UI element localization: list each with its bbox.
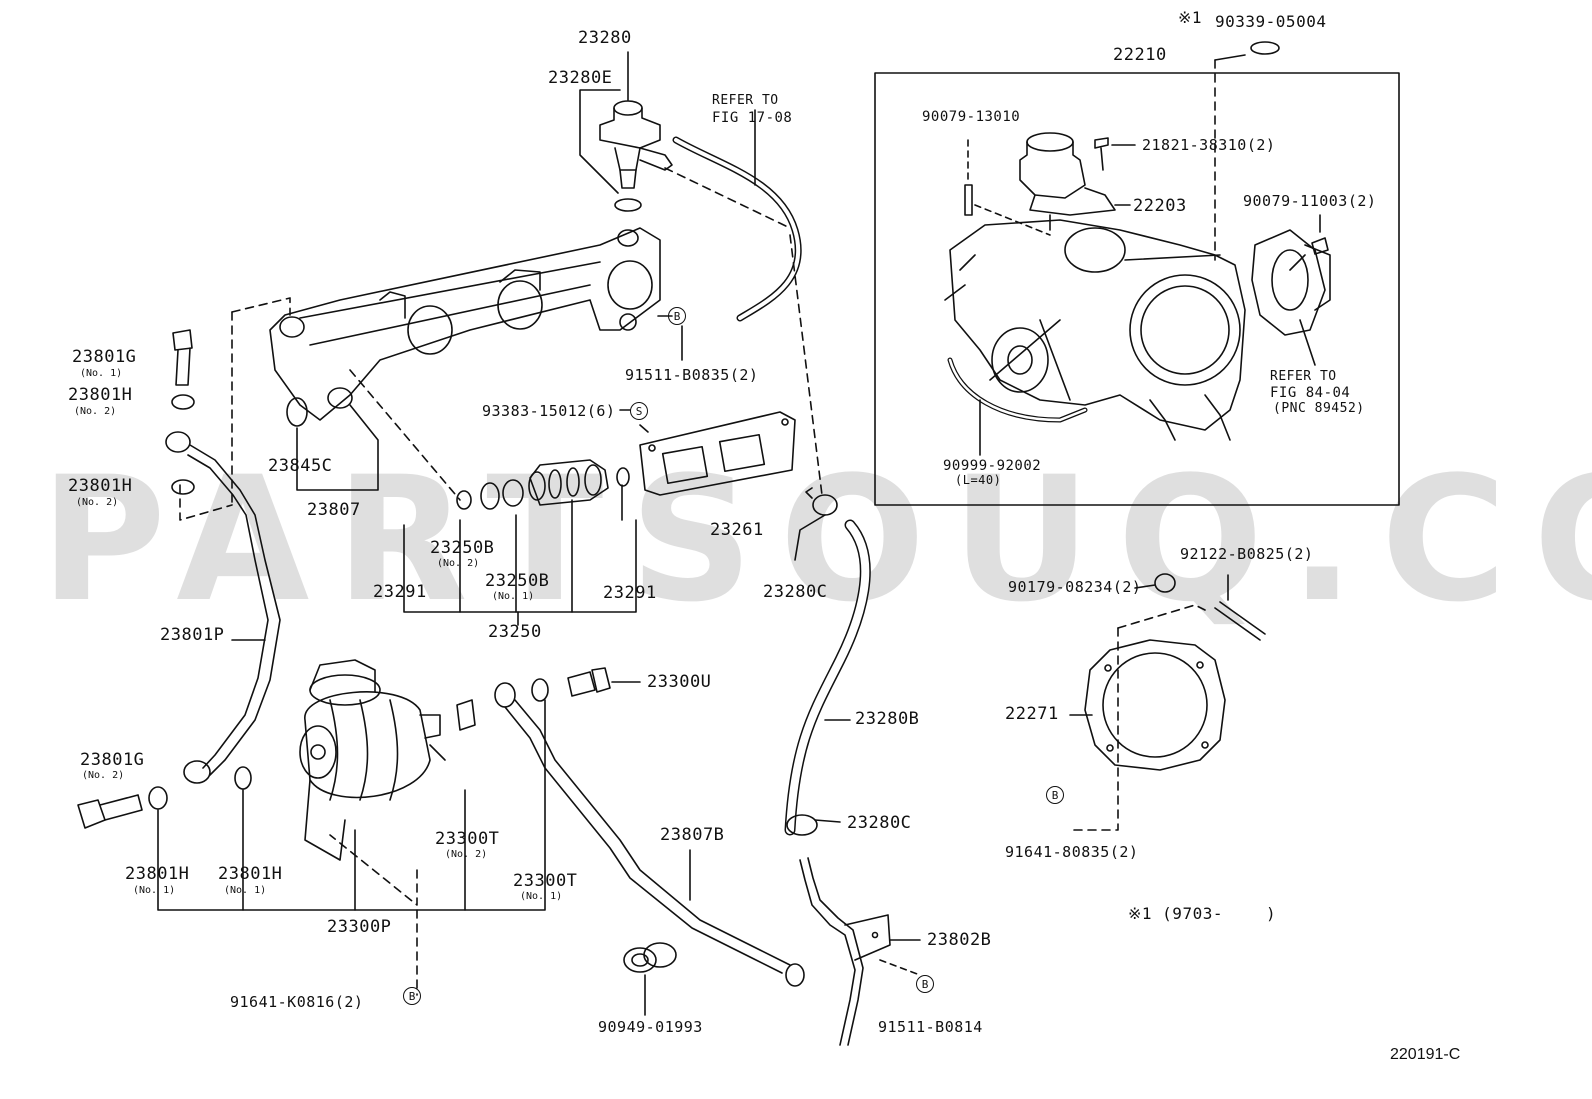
sub-no1-a: (No. 1) (80, 368, 123, 379)
figure-id: 220191-C (1390, 1046, 1461, 1063)
part-23280: 23280 (578, 28, 632, 48)
part-90949-01993: 90949-01993 (598, 1018, 703, 1036)
delivery-pipe (269, 227, 661, 421)
part-23807: 23807 (307, 500, 361, 520)
part-23845C: 23845C (268, 456, 333, 476)
sub-no1-b: (No. 1) (492, 591, 535, 602)
part-23291-right: 23291 (603, 583, 657, 603)
refer-label-1: REFER TO (712, 93, 779, 108)
footnote-close: ) (1266, 904, 1277, 923)
clamp-23280C-bottom (786, 814, 841, 836)
throttle-position-sensor (1251, 229, 1331, 336)
sub-no2-a: (No. 2) (74, 406, 117, 417)
part-23300P: 23300P (327, 917, 392, 937)
part-91641-K0816: 91641-K0816(2) (230, 993, 364, 1011)
clamp-90949 (623, 942, 677, 1016)
part-23280C-bottom: 23280C (847, 813, 912, 833)
part-23801P: 23801P (160, 625, 225, 645)
part-23291-left: 23291 (373, 582, 427, 602)
footnote-range: ※1 (9703- (1128, 904, 1223, 923)
part-91641-80835: 91641-80835(2) (1005, 843, 1139, 861)
marker-s: S (630, 402, 648, 420)
part-23280C-top: 23280C (763, 582, 828, 602)
marker-b-4: B (403, 987, 421, 1005)
sub-no1-e: (No. 1) (520, 891, 563, 902)
refer-label-2: REFER TO (1270, 369, 1337, 384)
gasket-22271 (1084, 639, 1226, 771)
part-23801G-no2: 23801G (80, 750, 145, 770)
marker-b-1: B (668, 307, 686, 325)
gasket-23300T-2 (456, 699, 476, 731)
part-90999-92002: 90999-92002 (943, 458, 1042, 474)
sub-no2-b: (No. 2) (76, 497, 119, 508)
sub-no1-c: (No. 1) (133, 885, 176, 896)
part-23802B: 23802B (927, 930, 992, 950)
part-23801H-no2-a: 23801H (68, 385, 133, 405)
part-91511-B0814: 91511-B0814 (878, 1018, 983, 1036)
part-91511-B0835: 91511-B0835(2) (625, 366, 759, 384)
pressure-regulator-23280 (599, 100, 673, 212)
part-23261: 23261 (710, 520, 764, 540)
throttle-body (944, 219, 1246, 441)
fuel-pipe-23807B (494, 682, 805, 987)
sub-no2-e: (No. 2) (445, 849, 488, 860)
part-23250B-no1: 23250B (485, 571, 550, 591)
watermark: PARTSOUQ.COM (40, 439, 1592, 640)
part-23300T-no2: 23300T (435, 829, 500, 849)
clamp-23280C-top (794, 487, 838, 561)
assembly-frame (874, 72, 1400, 506)
part-90339-05004: 90339-05004 (1215, 12, 1327, 31)
part-21821-38310: 21821-38310(2) (1142, 136, 1276, 154)
part-23801G-no1: 23801G (72, 347, 137, 367)
part-23300T-no1: 23300T (513, 871, 578, 891)
part-23250B-no2: 23250B (430, 538, 495, 558)
dashpot-22203 (1019, 132, 1116, 231)
part-23801H-no1-b: 23801H (218, 864, 283, 884)
insulator-gasket-23261 (639, 411, 796, 496)
fuel-pipe-23802B (799, 857, 891, 1046)
sub-no1-d: (No. 1) (224, 885, 267, 896)
fuel-filter-23300P (299, 659, 446, 861)
part-22210: 22210 (1113, 45, 1167, 65)
part-22203: 22203 (1133, 196, 1187, 216)
marker-b-3: B (916, 975, 934, 993)
refer-pnc-89452: (PNC 89452) (1273, 401, 1365, 416)
sub-no2-c: (No. 2) (437, 558, 480, 569)
injector (456, 459, 630, 510)
sub-no2-d: (No. 2) (82, 770, 125, 781)
part-90079-13010: 90079-13010 (922, 109, 1021, 125)
part-23801H-no1-a: 23801H (125, 864, 190, 884)
union-bolt-top (171, 329, 195, 495)
part-23280E: 23280E (548, 68, 613, 88)
part-93383-15012: 93383-15012(6) (482, 402, 616, 420)
part-23801H-no2-b: 23801H (68, 476, 133, 496)
refer-fig-84-04: FIG 84-04 (1270, 385, 1351, 401)
part-23280B: 23280B (855, 709, 920, 729)
o-ring (286, 397, 308, 427)
hose-length: (L=40) (955, 473, 1002, 487)
union-bolt-bottom (77, 766, 252, 829)
refer-fig-17-08: FIG 17-08 (712, 110, 793, 126)
part-23300U: 23300U (647, 672, 712, 692)
part-92122-B0825: 92122-B0825(2) (1180, 545, 1314, 563)
marker-b-2: B (1046, 786, 1064, 804)
part-23807B: 23807B (660, 825, 725, 845)
footnote-mark: ※1 (1178, 8, 1203, 27)
fuel-hose-23801P (165, 431, 281, 784)
union-bolt-23300U (567, 671, 596, 697)
hose-23280B (784, 519, 871, 836)
part-90179-08234: 90179-08234(2) (1008, 578, 1142, 596)
part-23250: 23250 (488, 622, 542, 642)
part-22271: 22271 (1005, 704, 1059, 724)
part-90079-11003: 90079-11003(2) (1243, 192, 1377, 210)
